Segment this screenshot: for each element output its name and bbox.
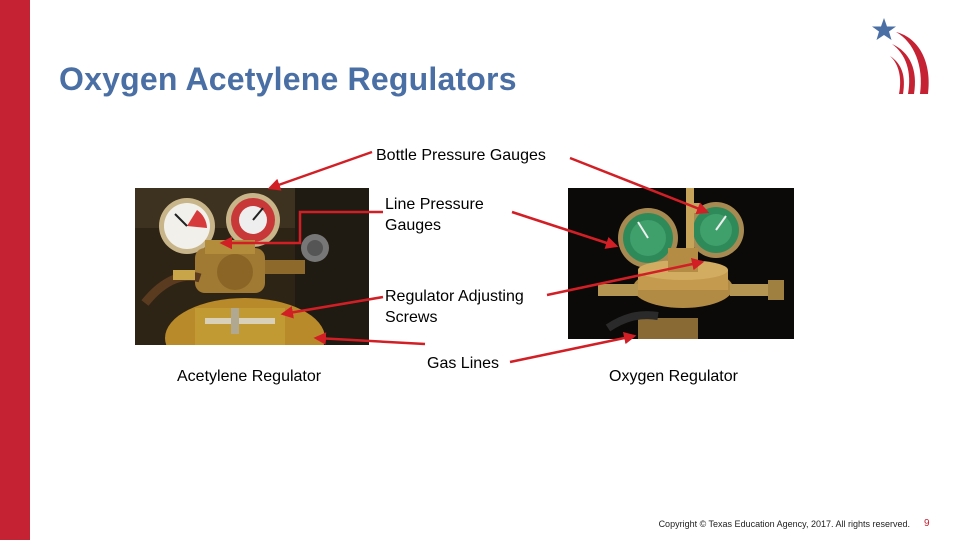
page-number: 9 — [924, 518, 930, 529]
arrow-gas-oxygen — [509, 331, 637, 364]
regulator-adjusting-screws-label: Regulator Adjusting Screws — [385, 288, 524, 326]
left-accent-bar — [0, 0, 30, 540]
copyright-notice: Copyright © Texas Education Agency, 2017… — [658, 519, 910, 529]
oxygen-regulator-caption: Oxygen Regulator — [609, 368, 738, 385]
star-swoosh-logo-icon — [872, 18, 929, 94]
acetylene-regulator-caption: Acetylene Regulator — [177, 368, 322, 385]
line-pressure-gauges-label: Line Pressure Gauges — [385, 196, 484, 234]
bottle-pressure-gauges-label: Bottle Pressure Gauges — [376, 147, 546, 164]
acetylene-regulator-photo — [135, 188, 369, 345]
arrow-bottle-acetylene — [267, 150, 373, 191]
gas-lines-label: Gas Lines — [427, 355, 500, 372]
slide-title: Oxygen Acetylene Regulators — [59, 61, 517, 97]
oxygen-regulator-photo — [568, 188, 794, 339]
